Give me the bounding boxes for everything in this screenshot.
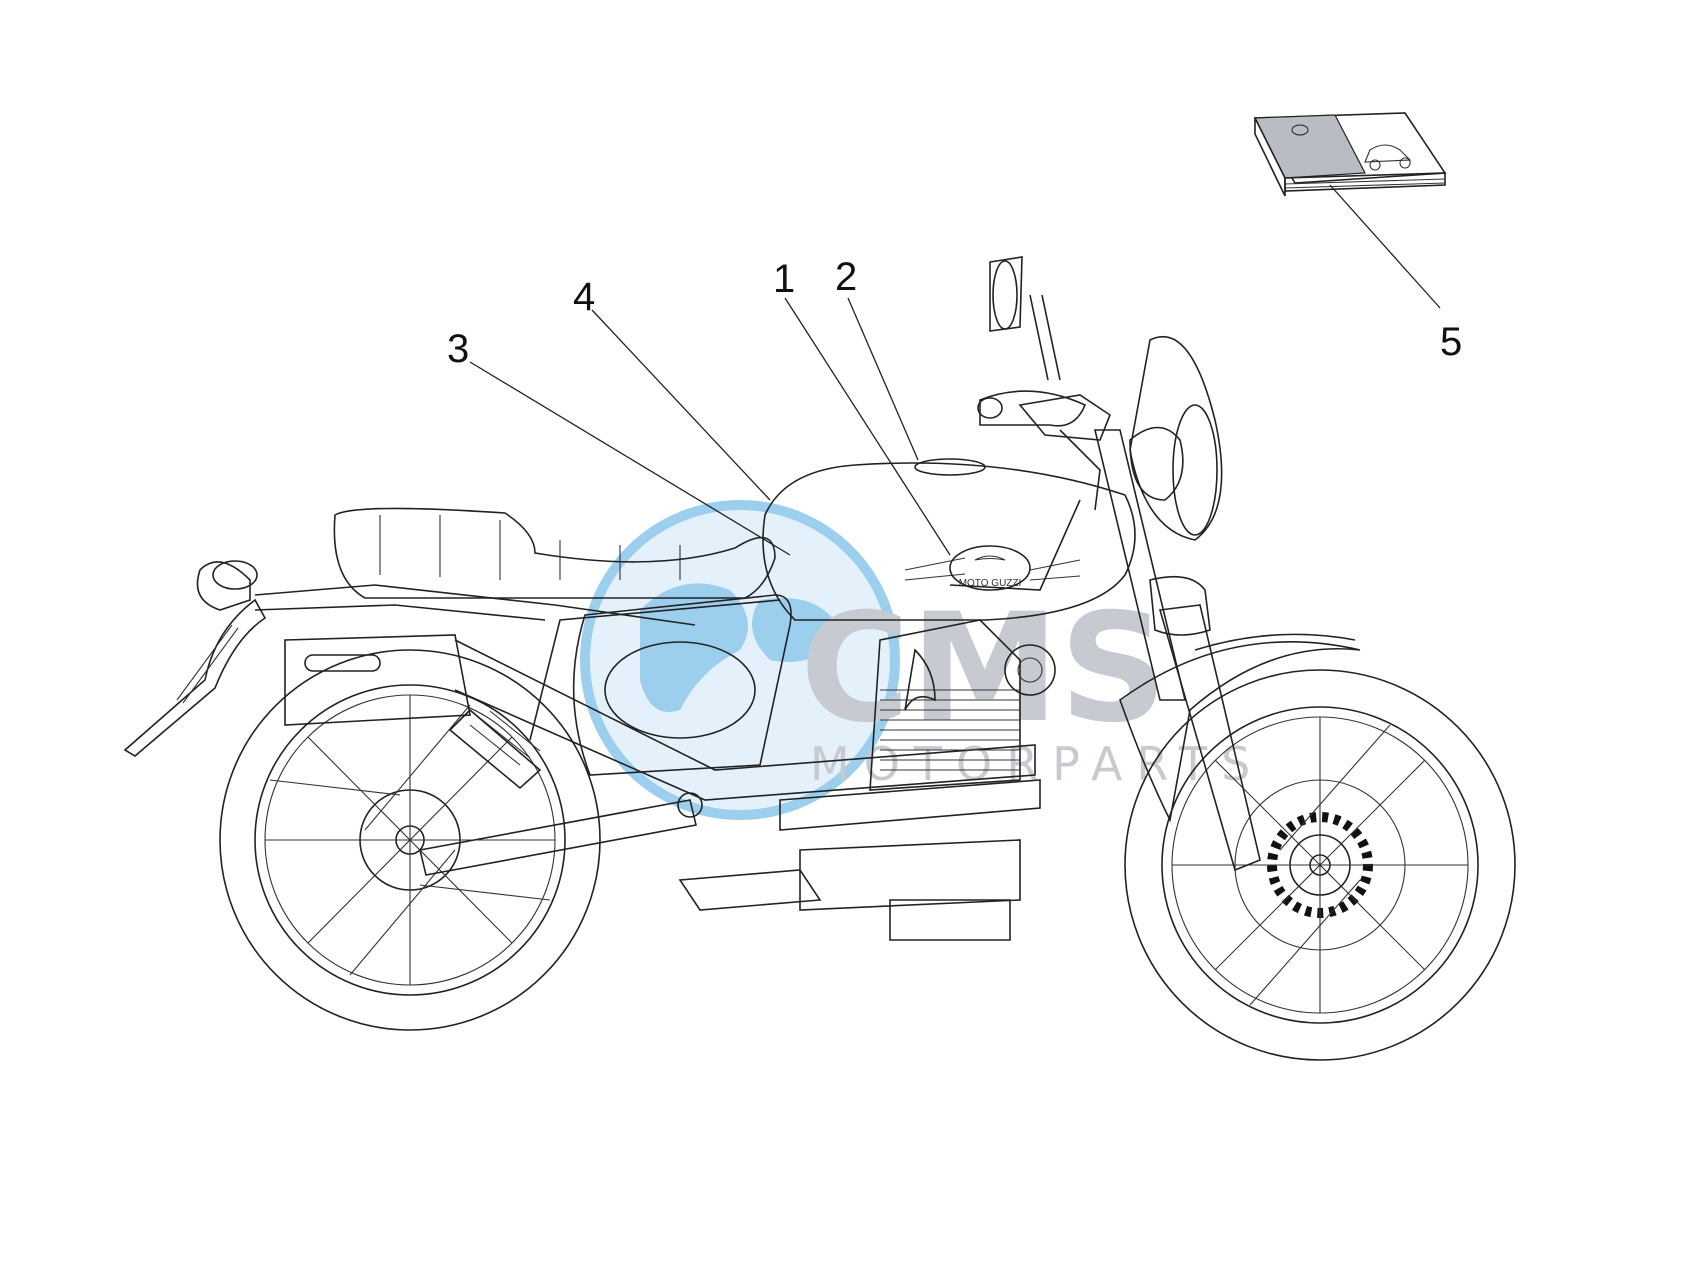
watermark-main-text: CMS: [800, 582, 1167, 756]
side-panel: [572, 594, 792, 776]
tank-logo-text: MOTO GUZZI: [959, 578, 1022, 589]
leader-3: [469, 361, 791, 556]
callouts: 1 2 3 4 5: [447, 255, 1462, 371]
frame-tube: [529, 499, 1081, 741]
fuel-tank: MOTO GUZZI: [762, 458, 1136, 621]
leader-2: [847, 297, 919, 461]
seat: [333, 507, 776, 599]
swingarm: [419, 708, 703, 876]
rear-frame: [123, 560, 696, 757]
motorcycle-illustration: MOTO GUZZI: [123, 256, 1516, 1061]
callout-4: 4: [573, 275, 595, 319]
exhaust: [284, 634, 1041, 831]
engine: [678, 619, 1056, 941]
headlight: [1129, 335, 1223, 541]
handlebar: [977, 256, 1111, 511]
front-wheel: [1124, 669, 1516, 1061]
leader-1: [784, 297, 951, 556]
watermark-sub-text: MOTORPARTS: [810, 737, 1264, 791]
manual-motorcycle-icon: [1364, 144, 1412, 171]
callout-3: 3: [447, 327, 469, 371]
rear-wheel: [219, 649, 601, 1031]
callout-1: 1: [773, 257, 795, 301]
leader-4: [591, 309, 771, 501]
callout-2: 2: [835, 255, 857, 299]
callout-5: 5: [1440, 320, 1462, 364]
front-fork: [1093, 429, 1361, 872]
manual-logo-icon: [1291, 124, 1309, 136]
owners-manual: [1253, 112, 1447, 197]
leader-5: [1329, 184, 1441, 309]
leader-lines: [469, 184, 1441, 556]
